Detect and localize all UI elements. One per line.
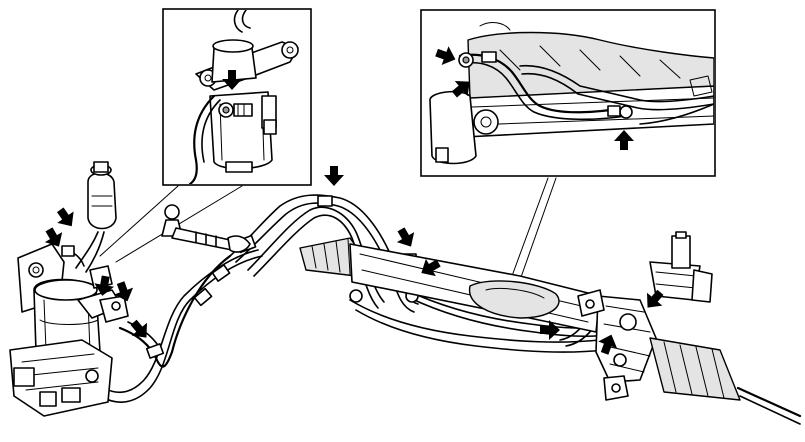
inset-leader-lines	[99, 177, 557, 281]
left-tie-rod	[161, 204, 251, 253]
inset-pump-detail	[162, 8, 312, 186]
arrow-down-icon	[324, 166, 344, 186]
pump-assembly	[9, 161, 129, 417]
steering-rack	[299, 231, 802, 425]
arrow-down-icon	[52, 204, 80, 232]
arrow-down-icon	[392, 224, 420, 252]
inset-rack-detail	[420, 9, 716, 177]
